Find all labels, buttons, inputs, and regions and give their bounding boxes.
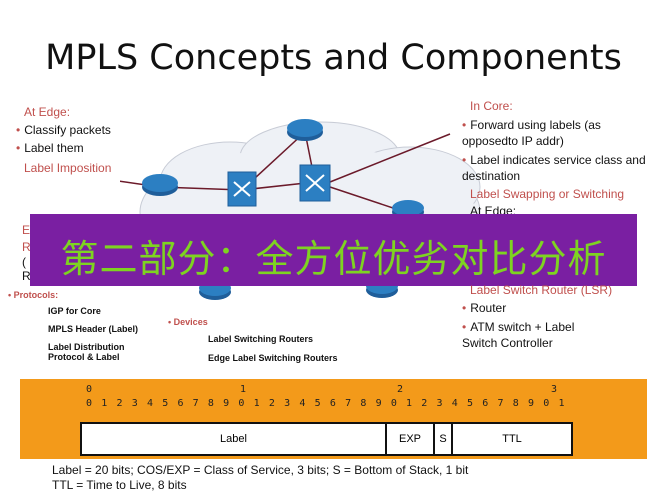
exp-field: EXP (385, 422, 435, 456)
device-item: Label Switching Routers (208, 334, 314, 344)
legend-line: TTL = Time to Live, 8 bits (52, 478, 187, 492)
s-field: S (433, 422, 453, 456)
edge-item: Classify packets (16, 122, 111, 138)
devices-heading: • Devices (168, 317, 208, 327)
edge-partial-text: R (22, 240, 31, 254)
label-swapping: Label Swapping or Switching (470, 187, 625, 201)
lsr-item: ATM switch + Label Switch Controller (462, 319, 602, 351)
edge-item: Label them (16, 140, 83, 156)
bit-tens-3: 3 (551, 384, 558, 395)
lsr-item: Router (462, 300, 506, 316)
bit-tens-2: 2 (397, 384, 404, 395)
core-item: Label indicates service class and destin… (462, 152, 662, 184)
protocol-item: IGP for Core (48, 306, 101, 316)
protocol-item: Label Distribution Protocol & Label (48, 342, 125, 362)
overlay-banner-text: 第二部分：全方位优劣对比分析 (60, 237, 607, 281)
label-field: Label (80, 422, 387, 456)
edge-partial-text: R (22, 269, 31, 283)
edge-partial-text: E (22, 223, 31, 237)
label-imposition: Label Imposition (24, 161, 112, 175)
router-icon (287, 119, 323, 141)
atm-switch-icon (299, 164, 331, 202)
legend-line: Label = 20 bits; COS/EXP = Class of Serv… (52, 463, 469, 477)
device-item: Edge Label Switching Routers (208, 353, 338, 363)
edge-partial-text: ( (22, 255, 26, 269)
router-icon (142, 174, 178, 196)
lsr-heading: Label Switch Router (LSR) (470, 283, 613, 297)
core-item: Forward using labels (as opposedto IP ad… (462, 117, 652, 149)
protocols-heading: • Protocols: (8, 290, 59, 300)
atm-switch-icon (227, 171, 257, 207)
bit-units: 0 1 2 3 4 5 6 7 8 9 0 1 2 3 4 5 6 7 8 9 … (86, 398, 567, 409)
ttl-field: TTL (451, 422, 573, 456)
bit-tens-0: 0 (86, 384, 93, 395)
bit-legend: Label = 20 bits; COS/EXP = Class of Serv… (44, 459, 624, 500)
core-heading: In Core: (470, 99, 513, 113)
page-title: MPLS Concepts and Components (45, 38, 622, 78)
edge-heading: At Edge: (24, 105, 71, 119)
overlay-banner (30, 214, 637, 286)
bit-tens-1: 1 (240, 384, 247, 395)
protocol-item: MPLS Header (Label) (48, 324, 139, 334)
